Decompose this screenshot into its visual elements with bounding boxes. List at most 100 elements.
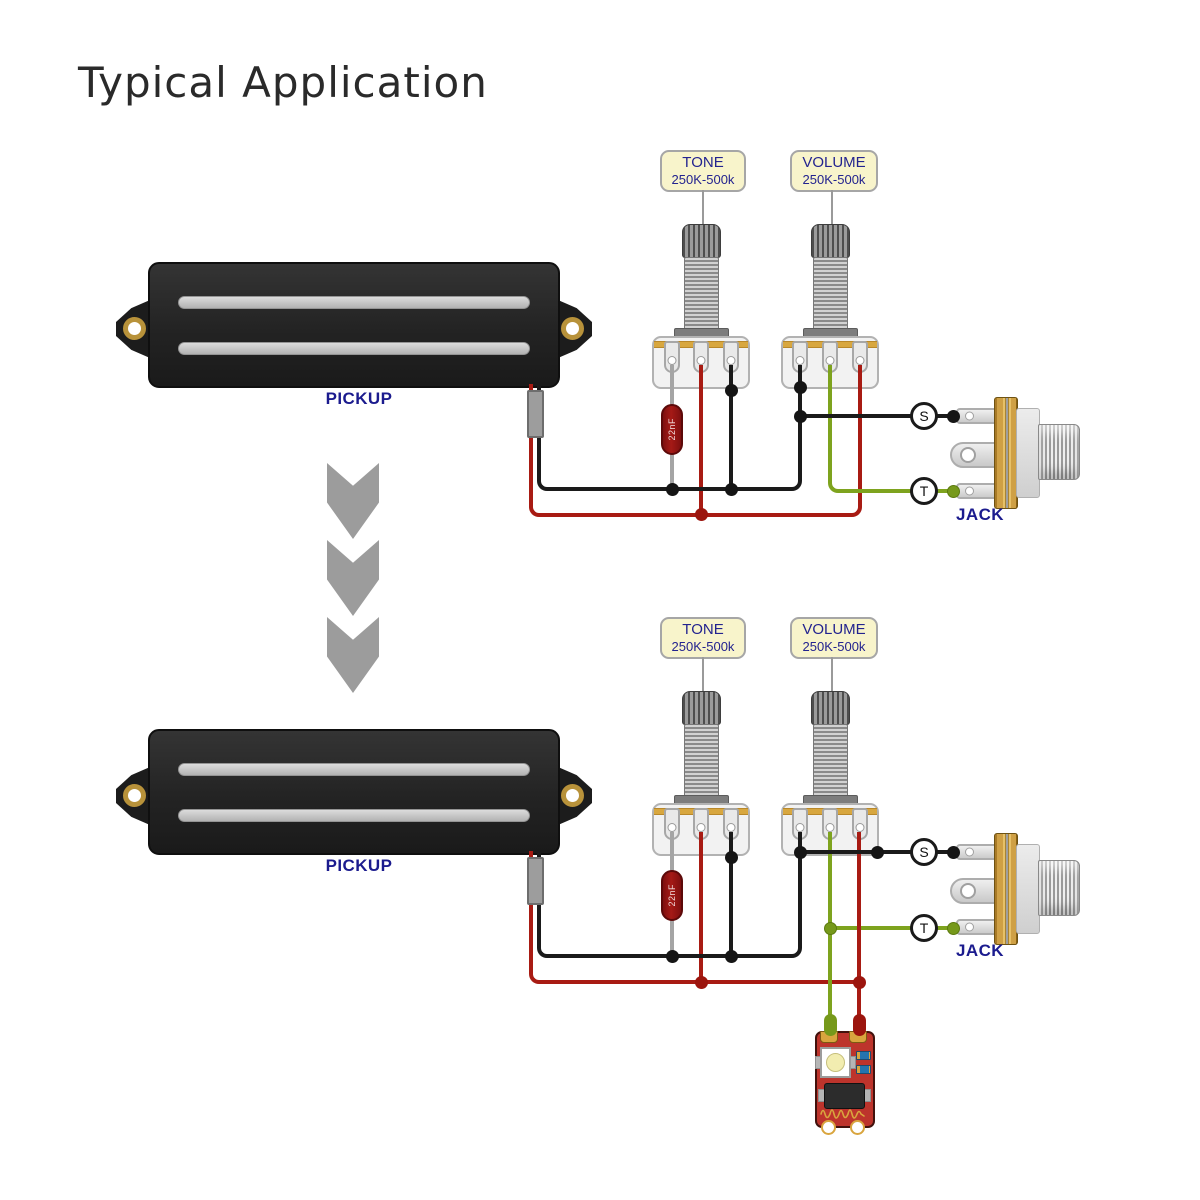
tone-capacitor-value: 22nF	[667, 418, 677, 441]
sleeve-terminal-badge: S	[910, 838, 938, 866]
wire-black-pickup-exit	[537, 851, 541, 861]
jack-label: JACK	[956, 505, 1004, 524]
solder-dot	[725, 483, 738, 496]
wire-red-pickup-run	[529, 902, 702, 984]
tip-terminal-badge: T	[910, 914, 938, 942]
volume-label-leader-line	[831, 657, 833, 693]
tone-pot-knurled-shaft	[682, 691, 721, 725]
wire-red-pickup-exit	[529, 851, 533, 861]
pickup-cable-sleeve	[527, 390, 544, 438]
solder-dot	[871, 846, 884, 859]
wire-black-bus-to-volume-lug1	[735, 365, 802, 491]
solder-dot-red	[695, 976, 708, 989]
tone-pot-threaded-bushing	[684, 724, 719, 798]
jack-body	[1016, 408, 1040, 498]
volume-label-leader-line	[831, 190, 833, 226]
jack-brass-plates	[994, 397, 1018, 509]
wire-red-pickup-exit	[529, 384, 533, 394]
down-arrow-icon	[327, 617, 379, 693]
down-arrow-icon	[327, 540, 379, 616]
wire-red-tone-lug2-drop	[699, 365, 703, 517]
wire-red-bus	[702, 980, 861, 984]
pickup-label: PICKUP	[325, 389, 393, 408]
solder-dot-green	[824, 922, 837, 935]
down-arrow-icon	[327, 463, 379, 539]
tone-label-leader-line	[702, 190, 704, 226]
wire-black-tone-lug3-drop	[729, 365, 733, 491]
tone-capacitor: 22nF	[661, 404, 683, 455]
solder-dot-red	[853, 976, 866, 989]
volume-pot-knurled-shaft	[811, 691, 850, 725]
wire-black-branch-to-sleeve	[800, 414, 955, 418]
tip-terminal-letter: T	[919, 483, 929, 499]
volume-pot-title: VOLUME	[802, 620, 866, 638]
solder-dot	[794, 846, 807, 859]
pickup-cable-sleeve	[527, 857, 544, 905]
volume-pot-threaded-bushing	[813, 724, 848, 798]
wire-black-bus-to-volume-lug1	[735, 832, 802, 958]
solder-dot	[725, 851, 738, 864]
wire-green-branch-to-tip	[830, 926, 955, 930]
ic-chip	[824, 1083, 865, 1109]
wire-black-pickup-run	[537, 902, 737, 958]
pickup-screw-hole-left	[123, 784, 146, 807]
wire-red-tone-lug2-drop	[699, 832, 703, 984]
pickup-blade-top	[178, 763, 530, 776]
solder-dot-green	[947, 922, 960, 935]
pickup-blade-top	[178, 296, 530, 309]
solder-dot-green	[947, 485, 960, 498]
solder-dot	[947, 846, 960, 859]
jack-body	[1016, 844, 1040, 934]
volume-pot-threaded-bushing	[813, 257, 848, 331]
pickup-screw-hole-left	[123, 317, 146, 340]
tip-terminal-letter: T	[919, 920, 929, 936]
volume-pot-label: VOLUME 250K-500k	[790, 150, 878, 192]
tone-pot-knurled-shaft	[682, 224, 721, 258]
pickup-body	[148, 262, 560, 388]
brand-script-logo-icon	[820, 1109, 865, 1119]
tone-capacitor: 22nF	[661, 870, 683, 921]
sleeve-terminal-letter: S	[919, 844, 929, 860]
sleeve-terminal-letter: S	[919, 408, 929, 424]
red-wire-tip	[853, 1014, 866, 1036]
solder-dot	[947, 410, 960, 423]
wire-green-volume-lug2-to-tip	[828, 365, 956, 493]
jack-brass-plates	[994, 833, 1018, 945]
smd-resistor	[856, 1065, 871, 1074]
solder-dot	[794, 381, 807, 394]
solder-dot	[725, 950, 738, 963]
tone-pot-threaded-bushing	[684, 257, 719, 331]
volume-pot-knurled-shaft	[811, 224, 850, 258]
volume-pot-label: VOLUME 250K-500k	[790, 617, 878, 659]
solder-dot	[666, 950, 679, 963]
jack-label: JACK	[956, 941, 1004, 960]
page-title: Typical Application	[78, 58, 488, 107]
sleeve-terminal-badge: S	[910, 402, 938, 430]
tone-capacitor-value: 22nF	[667, 884, 677, 907]
tone-pot-range: 250K-500k	[671, 172, 735, 188]
wire-red-bus-to-volume-lug3	[700, 365, 862, 517]
led-die	[826, 1053, 845, 1072]
pickup-label: PICKUP	[325, 856, 393, 875]
module-notch	[850, 1120, 865, 1135]
solder-dot	[666, 483, 679, 496]
solder-dot-red	[695, 508, 708, 521]
wire-black-pickup-run	[537, 435, 737, 491]
jack-threaded-barrel	[1038, 424, 1080, 480]
wire-red-pickup-run	[529, 435, 702, 517]
tone-pot-range: 250K-500k	[671, 639, 735, 655]
tone-pot-label: TONE 250K-500k	[660, 617, 746, 659]
volume-pot-range: 250K-500k	[802, 172, 866, 188]
green-wire-tip	[824, 1014, 837, 1036]
jack-threaded-barrel	[1038, 860, 1080, 916]
wire-black-tone-lug3-drop	[729, 832, 733, 958]
tone-pot-title: TONE	[682, 153, 724, 171]
solder-dot	[725, 384, 738, 397]
volume-pot-range: 250K-500k	[802, 639, 866, 655]
pickup-blade-bottom	[178, 342, 530, 355]
tone-label-leader-line	[702, 657, 704, 693]
tip-terminal-badge: T	[910, 477, 938, 505]
solder-dot	[794, 410, 807, 423]
wire-black-pickup-exit	[537, 384, 541, 394]
